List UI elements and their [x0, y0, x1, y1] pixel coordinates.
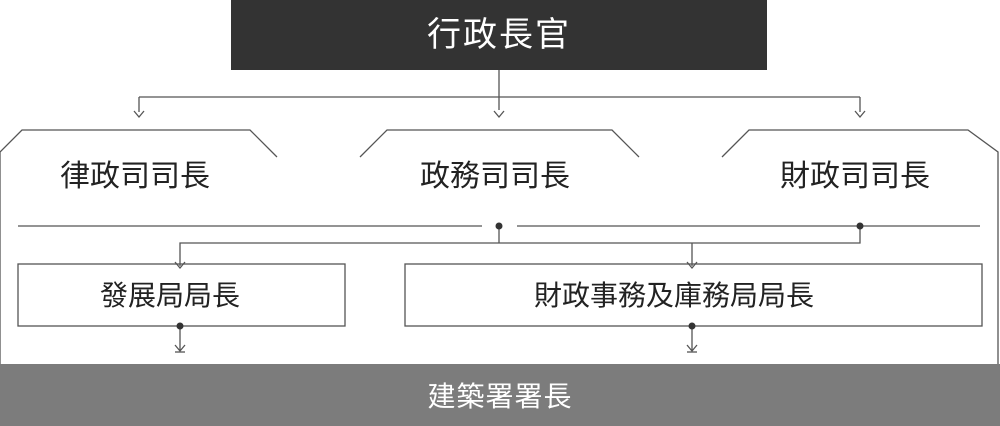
dot-admin — [495, 222, 503, 230]
arrowhead-financial-services-box — [686, 261, 698, 270]
arrowhead-financial — [854, 110, 866, 119]
development-bureau-label: 發展局局長 — [100, 279, 241, 312]
dot-financial-services — [688, 322, 696, 330]
secretary-admin-label: 政務司司長 — [420, 159, 570, 194]
dot-development — [176, 322, 184, 330]
secretaries-outline — [0, 129, 999, 364]
chief-executive-box: 行政長官 — [231, 0, 767, 70]
secretary-financial-label: 財政司司長 — [780, 159, 930, 194]
financial-link — [179, 226, 861, 266]
dot-financial — [856, 222, 864, 230]
arrowhead-development-box — [174, 261, 186, 270]
arrowhead-development-dept — [174, 344, 186, 353]
chief-executive-label: 行政長官 — [427, 15, 571, 55]
architectural-services-bar: 建築署署長 — [0, 364, 1000, 426]
financial-services-bureau-label: 財政事務及庫務局局長 — [534, 279, 815, 312]
arrowhead-financial-services-dept — [686, 344, 698, 353]
secretary-justice-label: 律政司司長 — [60, 159, 210, 194]
arrowhead-justice — [133, 110, 145, 119]
architectural-services-label: 建築署署長 — [427, 380, 573, 413]
arrowhead-admin — [493, 110, 505, 119]
